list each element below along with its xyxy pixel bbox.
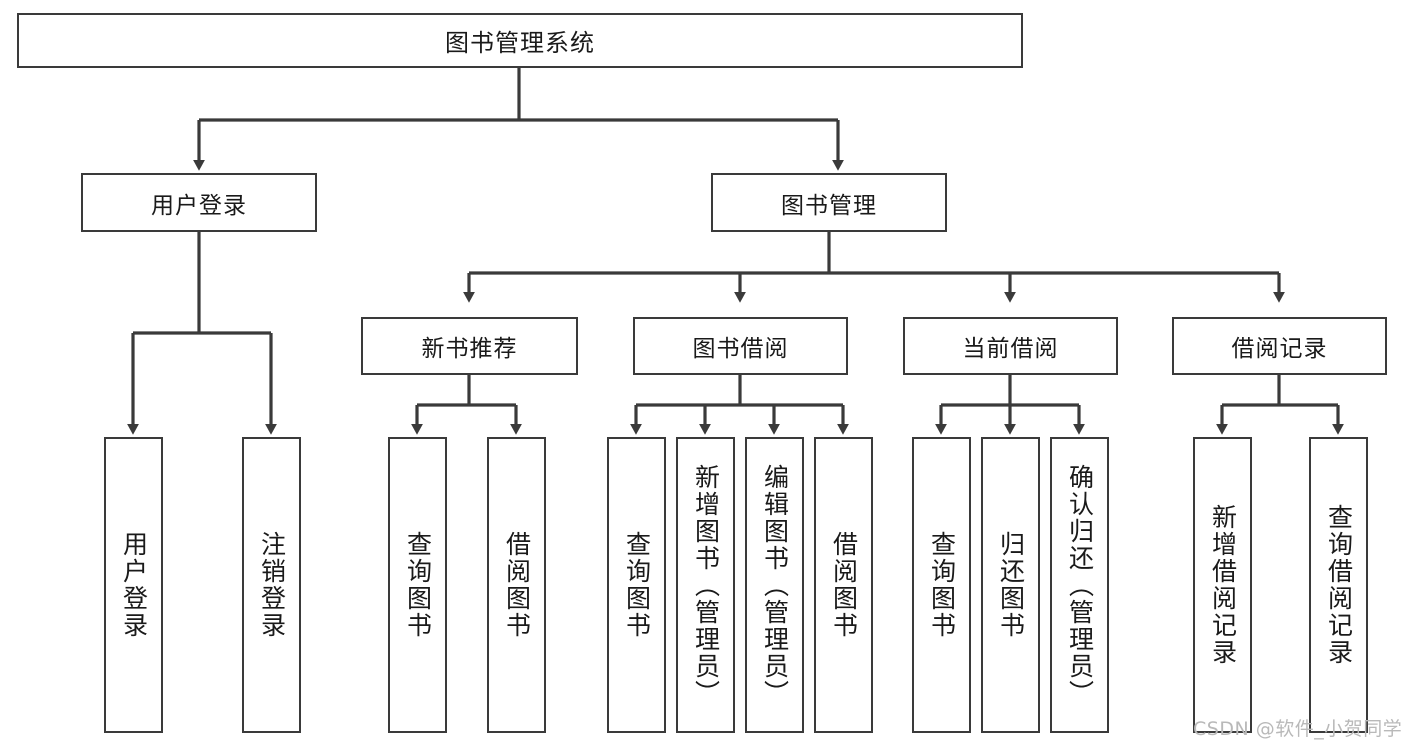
node-leaf-add-record-label: 新增借阅记录 xyxy=(1208,504,1238,666)
node-leaf-add-record[interactable]: 新增借阅记录 xyxy=(1193,437,1252,733)
node-leaf-query-book-3-label: 查询图书 xyxy=(927,531,957,639)
csdn-watermark: CSDN @软件_小贺同学 xyxy=(1193,718,1403,740)
node-new-book-recommend-label: 新书推荐 xyxy=(421,336,518,362)
node-leaf-return-book-label: 归还图书 xyxy=(996,531,1026,639)
node-borrow-record[interactable]: 借阅记录 xyxy=(1172,317,1387,375)
node-leaf-logout-login[interactable]: 注销登录 xyxy=(242,437,301,733)
node-root[interactable]: 图书管理系统 xyxy=(17,13,1023,68)
node-leaf-user-login-label: 用户登录 xyxy=(119,531,149,639)
node-leaf-query-record-label: 查询借阅记录 xyxy=(1324,504,1354,666)
node-leaf-add-book[interactable]: 新增图书（管理员） xyxy=(676,437,735,733)
node-leaf-query-book-1-label: 查询图书 xyxy=(403,531,433,639)
node-leaf-user-login[interactable]: 用户登录 xyxy=(104,437,163,733)
node-leaf-borrow-book-2-label: 借阅图书 xyxy=(829,531,859,639)
node-book-borrow[interactable]: 图书借阅 xyxy=(633,317,848,375)
node-leaf-borrow-book-1[interactable]: 借阅图书 xyxy=(487,437,546,733)
node-book-management[interactable]: 图书管理 xyxy=(711,173,947,232)
node-current-borrow[interactable]: 当前借阅 xyxy=(903,317,1118,375)
node-borrow-record-label: 借阅记录 xyxy=(1231,336,1328,362)
node-leaf-query-book-2-label: 查询图书 xyxy=(622,531,652,639)
node-root-label: 图书管理系统 xyxy=(445,29,595,57)
node-leaf-return-book[interactable]: 归还图书 xyxy=(981,437,1040,733)
node-user-login-label: 用户登录 xyxy=(151,192,247,219)
node-leaf-borrow-book-2[interactable]: 借阅图书 xyxy=(814,437,873,733)
node-leaf-query-book-1[interactable]: 查询图书 xyxy=(388,437,447,733)
node-leaf-borrow-book-1-label: 借阅图书 xyxy=(502,531,532,639)
node-leaf-query-book-2[interactable]: 查询图书 xyxy=(607,437,666,733)
node-leaf-edit-book[interactable]: 编辑图书（管理员） xyxy=(745,437,804,733)
node-leaf-add-book-label: 新增图书（管理员） xyxy=(691,463,721,707)
node-new-book-recommend[interactable]: 新书推荐 xyxy=(361,317,578,375)
node-book-management-label: 图书管理 xyxy=(781,192,877,219)
node-leaf-query-record[interactable]: 查询借阅记录 xyxy=(1309,437,1368,733)
node-leaf-confirm-return-label: 确认归还（管理员） xyxy=(1065,463,1095,707)
node-leaf-query-book-3[interactable]: 查询图书 xyxy=(912,437,971,733)
node-user-login[interactable]: 用户登录 xyxy=(81,173,317,232)
node-leaf-logout-login-label: 注销登录 xyxy=(257,531,287,639)
node-leaf-confirm-return[interactable]: 确认归还（管理员） xyxy=(1050,437,1109,733)
node-current-borrow-label: 当前借阅 xyxy=(962,336,1059,362)
node-book-borrow-label: 图书借阅 xyxy=(692,336,789,362)
node-leaf-edit-book-label: 编辑图书（管理员） xyxy=(760,463,790,707)
